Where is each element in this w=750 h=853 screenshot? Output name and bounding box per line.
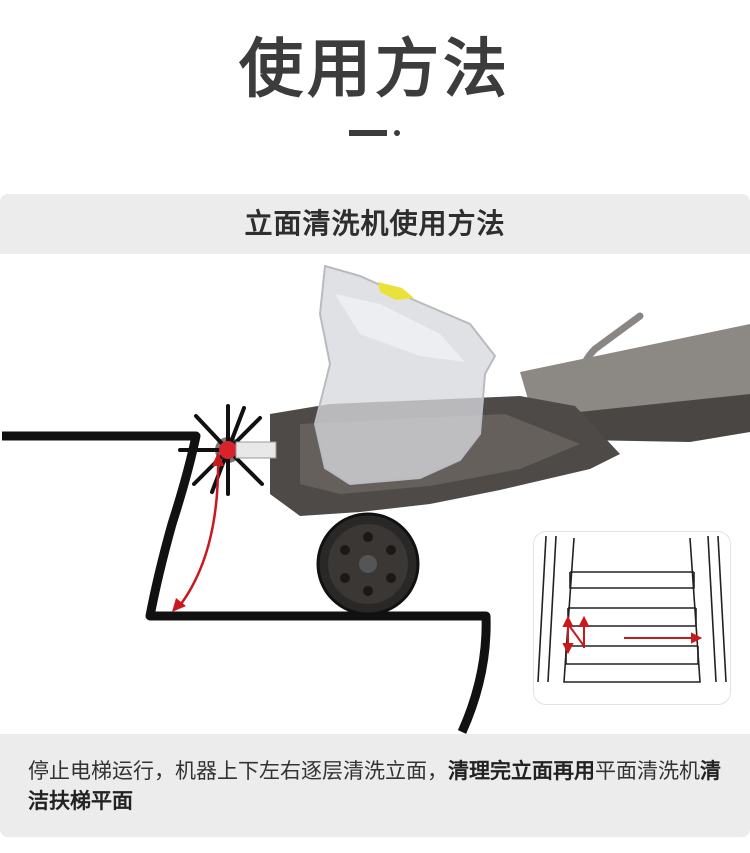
caption-text-2: 平面清洗机 — [595, 759, 700, 783]
escalator-inset — [534, 532, 730, 704]
wheel-hub — [359, 555, 377, 573]
wheel-spokes — [340, 532, 396, 596]
title-dot — [394, 130, 400, 136]
machine-arm-lower — [560, 394, 750, 442]
brush-shaft — [235, 441, 277, 459]
title-decoration — [349, 130, 401, 136]
usage-caption: 停止电梯运行，机器上下左右逐层清洗立面，清理完立面再用平面清洗机清洁扶梯平面 — [28, 756, 728, 816]
tank-cap — [378, 282, 414, 300]
caption-emphasis-1: 清理完立面再用 — [448, 759, 595, 783]
motion-arrow — [177, 455, 220, 609]
tank-highlight — [335, 294, 465, 362]
caption-panel: 停止电梯运行，机器上下左右逐层清洗立面，清理完立面再用平面清洗机清洁扶梯平面 — [0, 734, 750, 837]
machine-illustration — [2, 264, 750, 734]
section-title: 立面清洗机使用方法 — [244, 207, 506, 240]
horizontal-arrow-icon — [624, 632, 703, 644]
section-header: 立面清洗机使用方法 — [0, 194, 750, 254]
escalator-diagram — [537, 535, 727, 683]
caption-emphasis-2: 清洁扶梯平面 — [28, 759, 721, 813]
title-underline — [349, 130, 387, 136]
page-title: 使用方法 — [239, 33, 511, 107]
motion-arrowhead — [172, 598, 186, 612]
vertical-arrow-icon — [562, 615, 590, 655]
caption-text-1: 停止电梯运行，机器上下左右逐层清洗立面， — [28, 759, 448, 783]
motion-arrowhead-top — [212, 452, 224, 466]
step-profile — [2, 431, 491, 734]
brush-center — [219, 441, 237, 459]
